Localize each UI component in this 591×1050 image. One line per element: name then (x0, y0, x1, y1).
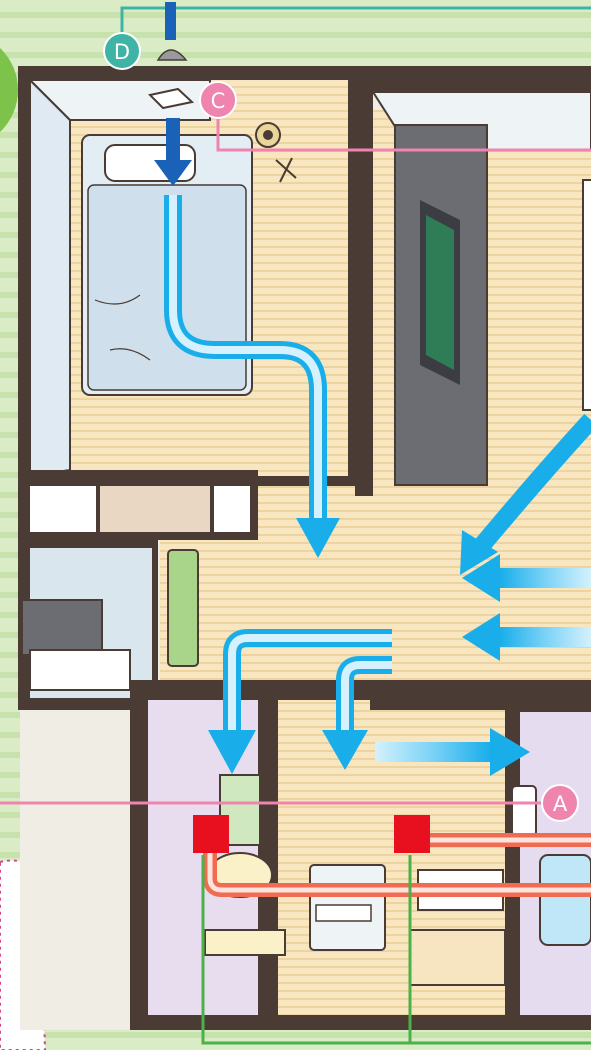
exhaust-fan-wash (394, 815, 430, 853)
hall-cabinet (168, 550, 198, 666)
closet-right (214, 486, 250, 532)
closet-shelf (100, 486, 210, 532)
exhaust-fan-toilet (193, 815, 229, 853)
closet-inside (30, 486, 96, 532)
airflow-left-2 (500, 627, 591, 647)
bathtub (540, 855, 591, 945)
label-c: C (200, 82, 236, 118)
supply-duct (165, 2, 176, 40)
tv-unit (395, 125, 487, 485)
bath-fixture (512, 786, 536, 836)
toilet-wall-divider (258, 690, 278, 1020)
hall-floor-step (370, 680, 591, 710)
label-a-text: A (553, 792, 568, 816)
label-a: A (542, 785, 578, 821)
washing-machine (310, 865, 385, 950)
right-column (583, 180, 591, 410)
living-wall (355, 66, 591, 92)
label-c-text: C (211, 89, 226, 113)
storage-shelf (30, 650, 130, 690)
airflow-left-1 (500, 568, 591, 588)
airflow-bath (375, 742, 490, 762)
storage-panel (22, 600, 102, 655)
living-left-wall (355, 66, 373, 496)
label-d: D (104, 33, 140, 69)
bedroom-left-wall (30, 80, 70, 476)
label-d-text: D (114, 40, 130, 64)
